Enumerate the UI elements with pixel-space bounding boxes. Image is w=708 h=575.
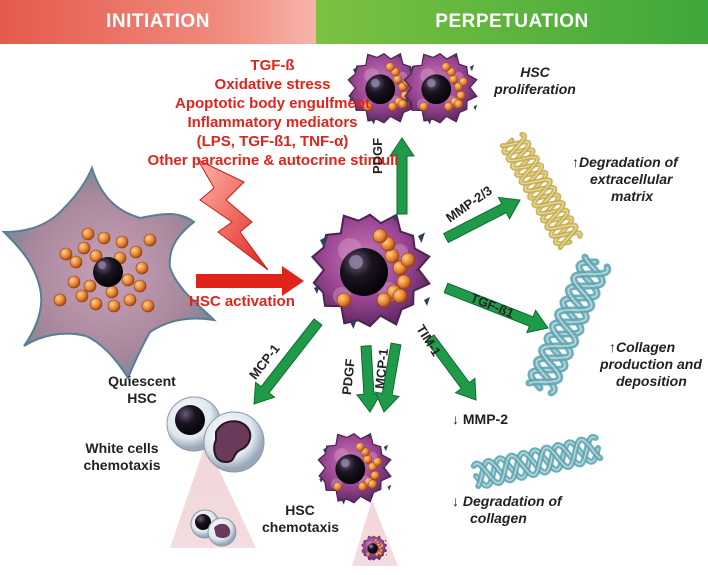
collagen-helix-icon [525,253,612,397]
collagen-label-1: ↑Collagen [609,339,676,355]
collagen-label-3: deposition [616,373,687,389]
quiescent-droplets [53,227,157,313]
white-cells-label-1: White cells [85,440,159,456]
activation-arrow [196,266,304,296]
quiescent-hsc-icon [1,165,217,381]
perpetuation-header: PERPETUATION [316,0,708,44]
stimulus-4: (LPS, TGF-ß1, TNF-α) [196,133,349,150]
green-arrow [443,282,549,334]
green-arrow [443,196,521,244]
green-arrow [374,342,402,413]
activated-hsc-icon [310,213,431,329]
migrating-hsc-body [317,432,392,505]
up-arrow-icon: ↑ [572,154,579,170]
proliferating-hsc-right-icon [403,52,478,125]
green-arrow [425,334,477,401]
ecm-label-3: matrix [611,188,654,204]
stimulus-1: Oxidative stress [214,76,331,93]
ecm-label-2: extracellular [590,171,673,187]
up-arrow-icon: ↑ [609,339,616,355]
lightning-bolt-icon [196,158,269,271]
down-arrow-icon: ↓ [452,411,459,427]
migrating-hsc-small [361,535,388,561]
collagen-label-2: production and [600,356,702,372]
proliferation-label-2: proliferation [494,81,576,97]
hsc-chemotaxis-label-2: chemotaxis [262,519,340,535]
pdgf-up-label: PDGF [370,137,385,174]
quiescent-label-1: Quiescent [108,373,176,389]
migrating-hsc-icon [317,432,398,566]
stimulus-2: Apoptotic body engulfment [175,95,370,112]
green-arrow [355,345,382,413]
quiescent-label-2: HSC [127,390,157,406]
ecm-fiber-icon [499,131,584,251]
initiation-header: INITIATION [0,0,316,44]
degradation-collagen-label-2: collagen [470,510,527,526]
proliferation-label-1: HSC [520,64,550,80]
degradation-collagen-label-1: ↓ Degradation of [452,493,562,509]
green-arrow [389,137,415,215]
mmp2-label: ↓ MMP-2 [452,411,509,427]
white-cells-icon [166,396,265,548]
white-cells-label-2: chemotaxis [83,457,161,473]
green-arrows [253,137,549,413]
ecm-label-1: ↑Degradation of [572,154,678,170]
stimulus-5: Other paracrine & autocrine stimuli [147,152,399,169]
stimulus-3: Inflammatory mediators [187,114,358,131]
down-arrow-icon: ↓ [452,493,459,509]
activation-label: HSC activation [189,293,295,310]
green-arrow [253,318,323,405]
stimulus-0: TGF-ß [250,57,295,74]
hsc-chemotaxis-label-1: HSC [285,502,315,518]
collagen-fiber-icon [470,434,604,490]
